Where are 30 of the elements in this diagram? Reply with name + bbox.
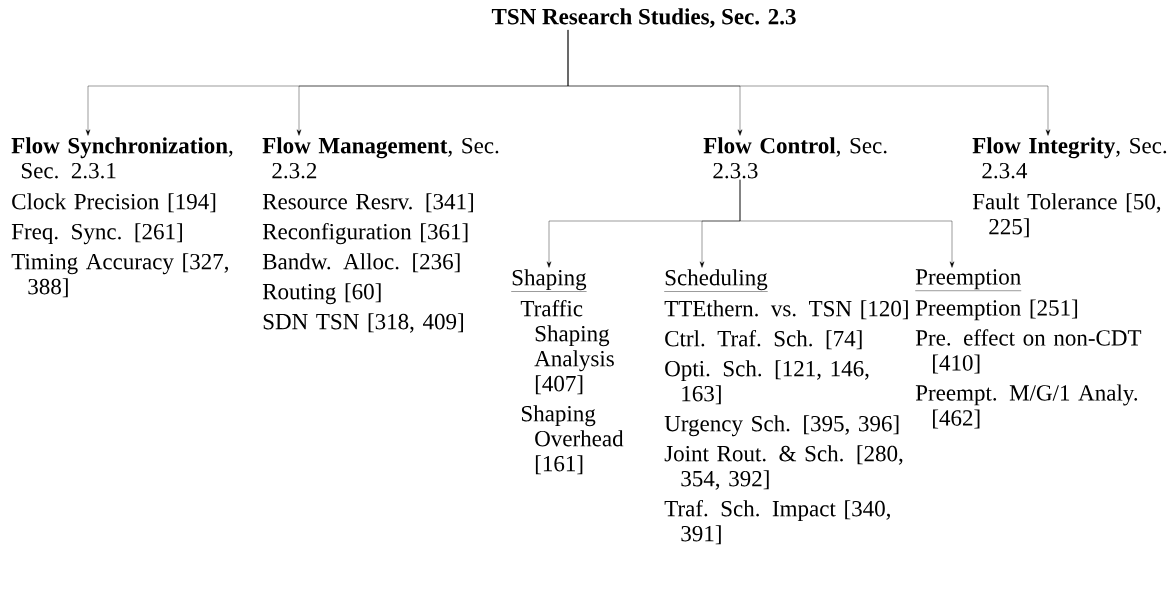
list-item: Pre. effect on non-CDT [410] xyxy=(915,329,1142,374)
heading: Flow Management, Sec. 2.3.2 xyxy=(262,137,499,179)
list-item: Urgency Sch. [395, 396] xyxy=(664,415,899,437)
heading: Flow Synchronization, Sec. 2.3.1 xyxy=(11,137,233,179)
heading: Flow Integrity, Sec. 2.3.4 xyxy=(972,137,1167,179)
list-item: Bandw. Alloc. [236] xyxy=(262,253,460,273)
list-item: Routing [60] xyxy=(262,283,381,305)
arrow xyxy=(567,29,1051,136)
list-item: Resource Resrv. [341] xyxy=(262,193,473,213)
list-item: Fault Tolerance [50, 225] xyxy=(972,193,1161,238)
list-item: Timing Accuracy [327, 388] xyxy=(11,253,228,298)
list-item: Reconfiguration [361] xyxy=(262,222,468,245)
title: TSN Research Studies, Sec. 2.3 xyxy=(491,8,796,28)
list-item: SDN TSN [318, 409] xyxy=(263,313,463,333)
list-item: Joint Rout. & Sch. [280, 354, 392] xyxy=(664,445,903,490)
list-item: Opti. Sch. [121, 146, 163] xyxy=(665,360,869,405)
list-item: Traffic Shaping Analysis [407] xyxy=(520,299,614,395)
list-item: Clock Precision [194] xyxy=(12,193,216,213)
subheading: Scheduling xyxy=(664,269,768,292)
list-item: TTEthern. vs. TSN [120] xyxy=(664,300,908,320)
list-item: Traf. Sch. Impact [340, 391] xyxy=(664,499,890,545)
list-item: Preempt. M/G/1 Analy. [462] xyxy=(915,384,1138,429)
list-item: Freq. Sync. [261] xyxy=(11,223,182,245)
heading: Flow Control, Sec. 2.3.3 xyxy=(703,137,887,179)
list-item: Preemption [251] xyxy=(915,299,1078,321)
list-item: Ctrl. Traf. Sch. [74] xyxy=(665,329,862,350)
subheading: Preemption xyxy=(915,269,1022,291)
arrow xyxy=(739,179,955,268)
list-item: Shaping Overhead [161] xyxy=(521,405,624,475)
subheading: Shaping xyxy=(511,269,587,292)
